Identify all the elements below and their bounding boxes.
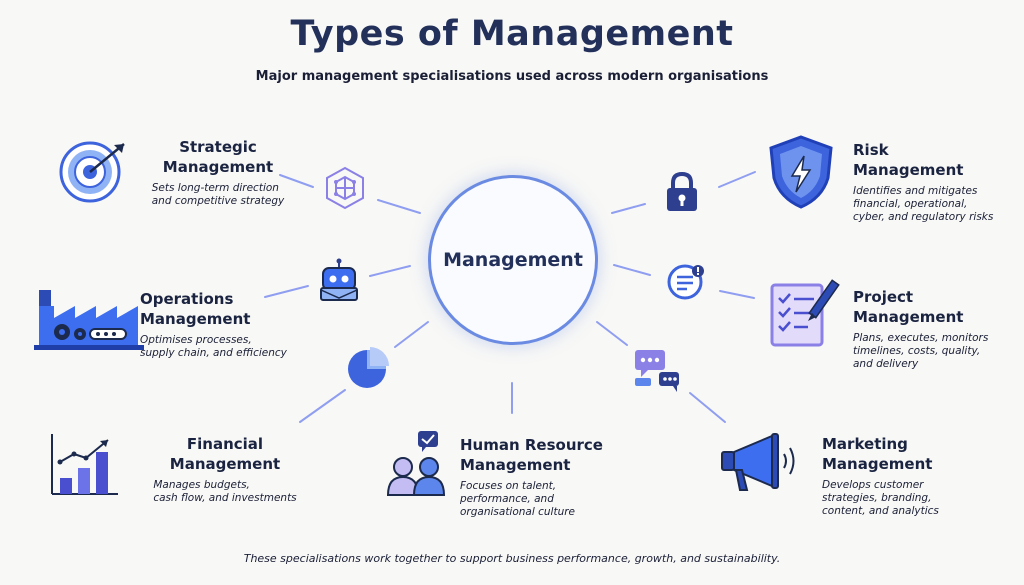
marketing-node: Marketing Management Develops customer s… — [822, 434, 992, 518]
node-desc-marketing: Develops customer strategies, branding, … — [822, 479, 939, 517]
strategic-node: Strategic Management Sets long-term dire… — [146, 137, 290, 208]
connector-line — [279, 174, 314, 188]
lock-icon — [667, 171, 697, 211]
node-desc-operations: Optimises processes, supply chain, and e… — [140, 334, 287, 359]
brain-icon — [326, 166, 364, 210]
target-icon — [59, 141, 125, 203]
checklist-icon — [770, 279, 840, 347]
chat-bubbles-icon — [635, 350, 679, 392]
people-icon — [386, 431, 446, 496]
connector-line — [689, 392, 726, 423]
management-hub: Management — [428, 175, 598, 345]
node-desc-risk: Identifies and mitigates financial, oper… — [853, 185, 994, 223]
operations-node: Operations Management Optimises processe… — [140, 289, 310, 360]
node-desc-hr: Focuses on talent, performance, and orga… — [460, 480, 576, 518]
page-title: Types of Management — [290, 14, 734, 54]
node-desc-strategic: Sets long-term direction and competitive… — [151, 182, 285, 207]
node-desc-project: Plans, executes, monitors timelines, cos… — [853, 332, 989, 370]
connector-line — [596, 321, 628, 346]
connector-line — [719, 290, 755, 299]
node-title-operations: Operations Management — [140, 290, 251, 328]
connector-line — [613, 264, 651, 276]
connector-line — [377, 199, 421, 214]
connector-line — [718, 171, 756, 188]
node-desc-financial: Manages budgets, cash flow, and investme… — [153, 479, 297, 504]
connector-line — [264, 285, 309, 298]
shield-icon — [769, 135, 833, 209]
robot-icon — [320, 258, 358, 301]
page-subtitle: Major management specialisations used ac… — [255, 69, 769, 84]
strategic-line-1: Strategic Management — [146, 137, 290, 177]
megaphone-icon — [721, 433, 795, 491]
node-title-hr: Human Resource Management — [460, 436, 603, 474]
footer-note: These specialisations work together to s… — [243, 552, 781, 565]
pie-chart-icon — [348, 347, 389, 388]
node-title-strategic: Strategic Management — [162, 138, 274, 176]
node-title-risk: Risk Management — [853, 141, 964, 179]
connector-line — [299, 389, 346, 423]
hr-node: Human Resource Management Focuses on tal… — [460, 435, 620, 519]
risk-node: Risk Management Identifies and mitigates… — [853, 140, 1018, 224]
factory-icon — [34, 290, 144, 350]
project-node: Project Management Plans, executes, moni… — [853, 287, 1018, 371]
node-title-project: Project Management — [853, 288, 964, 326]
hub-label: Management — [443, 249, 583, 271]
connector-line — [394, 321, 429, 348]
node-title-financial: Financial Management — [169, 435, 281, 473]
node-title-marketing: Marketing Management — [822, 435, 933, 473]
connector-line — [611, 203, 646, 214]
message-icon — [667, 264, 704, 300]
bar-chart-icon — [51, 434, 118, 495]
connector-line — [369, 265, 411, 277]
financial-node: Financial Management Manages budgets, ca… — [150, 434, 300, 505]
